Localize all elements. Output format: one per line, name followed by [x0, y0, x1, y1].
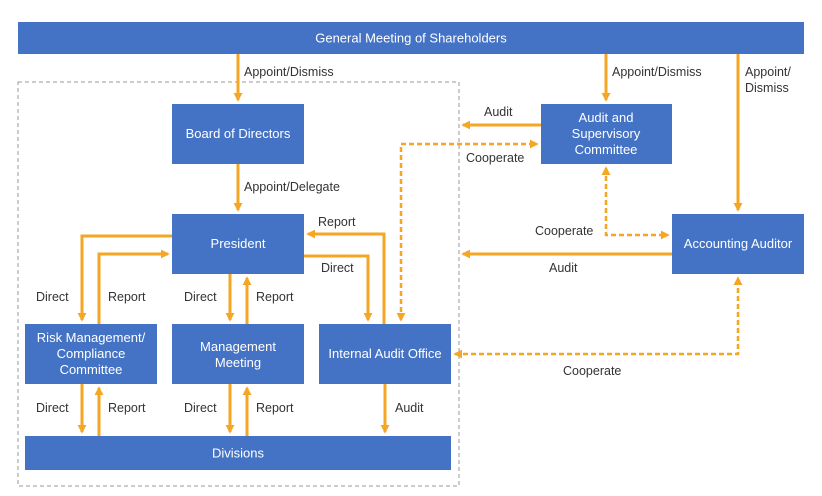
president-label: President — [211, 236, 266, 251]
management-meeting-label-2: Meeting — [215, 355, 261, 370]
audit-committee-label-3: Committee — [575, 142, 638, 157]
risk-label-1: Risk Management/ — [37, 330, 146, 345]
arrow-internal-audit-report — [306, 229, 386, 324]
label-report-risk: Report — [108, 290, 146, 304]
accounting-auditor-label: Accounting Auditor — [684, 236, 793, 251]
label-direct-risk: Direct — [36, 290, 69, 304]
label-direct-president-internal: Direct — [321, 261, 354, 275]
label-direct-mgmt: Direct — [184, 290, 217, 304]
risk-label-3: Committee — [60, 362, 123, 377]
audit-committee-label-1: Audit and — [579, 110, 634, 125]
label-appoint-dismiss-board: Appoint/Dismiss — [244, 65, 334, 79]
shareholders-label: General Meeting of Shareholders — [315, 31, 507, 46]
label-report-divisions-mgmt: Report — [256, 401, 294, 415]
risk-label-2: Compliance — [57, 346, 126, 361]
label-appoint-dismiss-accounting-1: Appoint/ — [745, 65, 791, 79]
dashed-arrow-internal-audit-accounting-auditor — [453, 276, 743, 359]
president-box — [172, 214, 304, 274]
accounting-auditor-box — [672, 214, 804, 274]
arrow-president-direct-internal-audit — [304, 254, 373, 322]
label-audit-internal-divisions: Audit — [395, 401, 424, 415]
label-audit-committee-board: Audit — [484, 105, 513, 119]
label-report-internal-president: Report — [318, 215, 356, 229]
dashed-arrow-internal-audit-committee — [396, 139, 539, 322]
label-appoint-dismiss-audit: Appoint/Dismiss — [612, 65, 702, 79]
label-appoint-delegate: Appoint/Delegate — [244, 180, 340, 194]
shareholders-box — [18, 22, 804, 54]
dashed-arrow-committee-accounting-auditor — [601, 166, 670, 240]
internal-audit-box — [319, 324, 451, 384]
board-box — [172, 104, 304, 164]
label-direct-divisions-mgmt: Direct — [184, 401, 217, 415]
board-label: Board of Directors — [186, 126, 291, 141]
arrow-risk-report-president — [97, 249, 170, 324]
label-cooperate-internal-accounting: Cooperate — [563, 364, 621, 378]
label-cooperate-committee-internal: Cooperate — [466, 151, 524, 165]
divisions-label: Divisions — [212, 446, 265, 461]
label-cooperate-committee-accounting: Cooperate — [535, 224, 593, 238]
audit-committee-label-2: Supervisory — [572, 126, 641, 141]
audit-committee-box — [541, 104, 672, 164]
divisions-box — [25, 436, 451, 470]
label-audit-accounting-company: Audit — [549, 261, 578, 275]
label-direct-divisions-risk: Direct — [36, 401, 69, 415]
management-meeting-label-1: Management — [200, 339, 276, 354]
risk-management-box — [25, 324, 157, 384]
label-report-mgmt: Report — [256, 290, 294, 304]
label-appoint-dismiss-accounting-2: Dismiss — [745, 81, 789, 95]
internal-audit-label: Internal Audit Office — [328, 346, 441, 361]
arrow-president-direct-risk — [77, 234, 172, 322]
management-meeting-box — [172, 324, 304, 384]
label-report-divisions-risk: Report — [108, 401, 146, 415]
